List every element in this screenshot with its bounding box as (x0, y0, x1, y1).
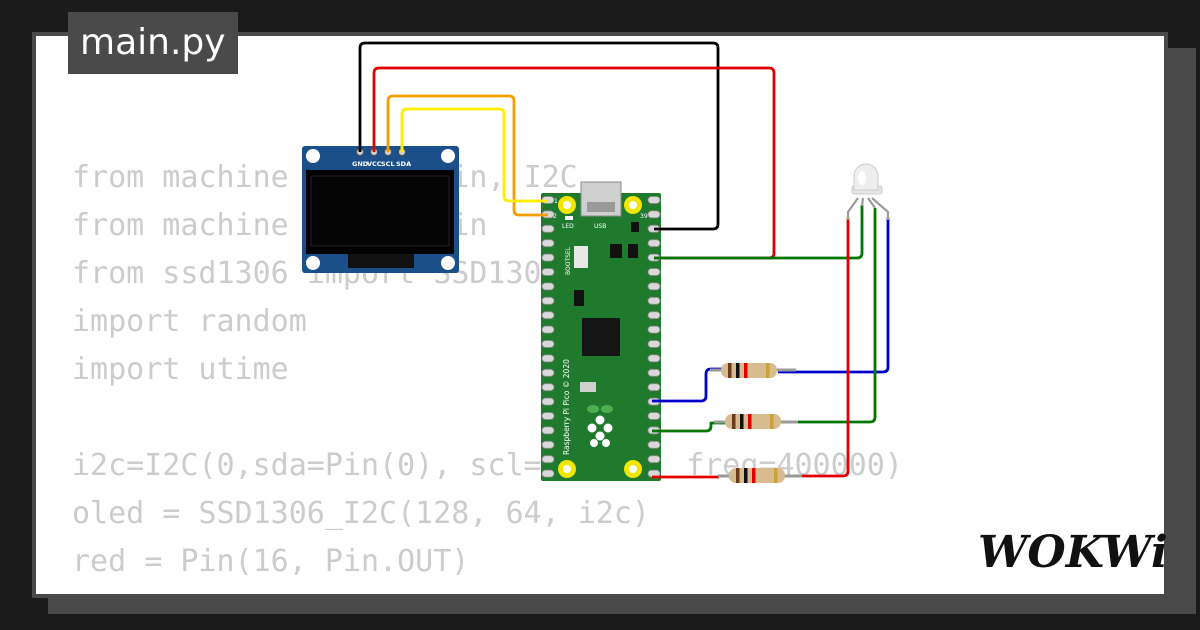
chip (574, 290, 584, 306)
pin-number-39: 39 (640, 213, 648, 220)
pico-pin[interactable] (541, 469, 555, 478)
file-name-tab[interactable]: main.py (68, 12, 238, 74)
resistor[interactable] (718, 468, 802, 483)
bootsel-button[interactable] (574, 246, 588, 268)
pico-pin[interactable] (541, 368, 555, 377)
usb-port (587, 202, 615, 212)
code-line: red = Pin(16, Pin.OUT) (72, 544, 470, 579)
rgb-led[interactable] (846, 163, 890, 220)
bootsel-label: BOOTSEL (565, 246, 572, 275)
usb-label: USB (594, 223, 606, 230)
chip (610, 244, 622, 258)
pico-pin[interactable] (541, 340, 555, 348)
pico-mount-hole-center (629, 201, 637, 209)
oled-mount-hole (441, 149, 455, 163)
code-line: import random (72, 304, 307, 339)
pico-pin[interactable] (647, 354, 661, 363)
code-line: oled = SSD1306_I2C(128, 64, i2c) (72, 496, 650, 531)
pico-pin[interactable] (541, 224, 555, 233)
pico-pin[interactable] (647, 296, 661, 305)
oled-ribbon (348, 254, 414, 268)
led-dome (853, 163, 879, 191)
pico-pin[interactable] (647, 368, 661, 377)
pico-pin[interactable] (647, 340, 661, 348)
pico-pin[interactable] (647, 325, 661, 334)
pico-pin[interactable] (647, 311, 661, 320)
wire-green-2[interactable] (784, 208, 877, 424)
wires (358, 41, 890, 479)
chip (631, 222, 639, 232)
rp2040-chip (582, 318, 620, 356)
wire-red-2[interactable] (788, 218, 850, 478)
pico-pin[interactable] (541, 397, 555, 406)
chip (628, 244, 638, 258)
pico-pin[interactable] (541, 455, 555, 464)
board-text: Raspberry Pi Pico © 2020 (562, 359, 571, 455)
oled-mount-hole (306, 149, 320, 163)
wokwi-logo-text: WOKWi (978, 527, 1168, 578)
pico-pin[interactable] (541, 412, 555, 420)
oled-mount-hole (306, 256, 320, 270)
wire-sda[interactable] (400, 107, 548, 203)
oled-screen (310, 175, 450, 247)
pico-pin[interactable] (541, 440, 555, 449)
oled-display[interactable]: GND VCC SCL SDA (302, 146, 459, 273)
resistor[interactable] (710, 363, 796, 378)
pico-board[interactable]: LED USB 1 2 39 BOOTSEL Raspberry Pi Pico… (541, 181, 661, 481)
raspberry-logo-icon (587, 405, 613, 447)
pico-pin[interactable] (647, 412, 661, 420)
wire-led-common[interactable] (654, 205, 864, 260)
pico-pin[interactable] (541, 383, 555, 392)
wire-scl[interactable] (386, 94, 548, 217)
pico-mount-hole-center (563, 465, 571, 473)
pico-pin[interactable] (647, 239, 661, 248)
pico-pins-left (541, 196, 555, 478)
pico-pin[interactable] (647, 455, 661, 464)
oled-pin-label: SDA (396, 160, 411, 168)
pico-pin[interactable] (647, 383, 661, 392)
oled-mount-hole (441, 256, 455, 270)
pico-pin[interactable] (541, 268, 555, 276)
oled-pin-label: SCL (381, 160, 395, 168)
pin-number-2: 2 (553, 213, 557, 220)
resistor[interactable] (714, 414, 798, 429)
pico-pin[interactable] (541, 311, 555, 320)
pico-pin[interactable] (541, 239, 555, 248)
pico-pin[interactable] (647, 196, 661, 204)
led-label: LED (562, 223, 574, 230)
pin-number-1: 1 (554, 198, 558, 205)
wire-gnd[interactable] (358, 41, 720, 231)
pico-pin[interactable] (647, 268, 661, 276)
code-line: green = Pin(18, Pin.OUT) (72, 586, 903, 594)
pico-pin[interactable] (541, 253, 555, 262)
pico-mount-hole-center (629, 465, 637, 473)
led-indicator (565, 216, 573, 220)
crystal (580, 382, 596, 392)
led-legs (846, 197, 890, 220)
wire-green-1[interactable] (652, 421, 726, 433)
pico-pin[interactable] (647, 282, 661, 291)
pico-pin[interactable] (541, 426, 555, 435)
wokwi-logo: WOKWi (978, 527, 1168, 578)
pico-pin[interactable] (541, 325, 555, 334)
pico-pin[interactable] (541, 296, 555, 305)
pico-pin[interactable] (647, 440, 661, 449)
pico-pin[interactable] (647, 210, 661, 219)
wire-blue-2[interactable] (778, 218, 890, 374)
code-line: import utime (72, 352, 289, 387)
wire-blue-1[interactable] (652, 367, 722, 403)
oled-pin-label: GND (352, 160, 369, 168)
pico-mount-hole-center (563, 201, 571, 209)
pico-pin[interactable] (541, 354, 555, 363)
oled-pin-label: VCC (367, 160, 382, 168)
pico-pin[interactable] (541, 282, 555, 291)
